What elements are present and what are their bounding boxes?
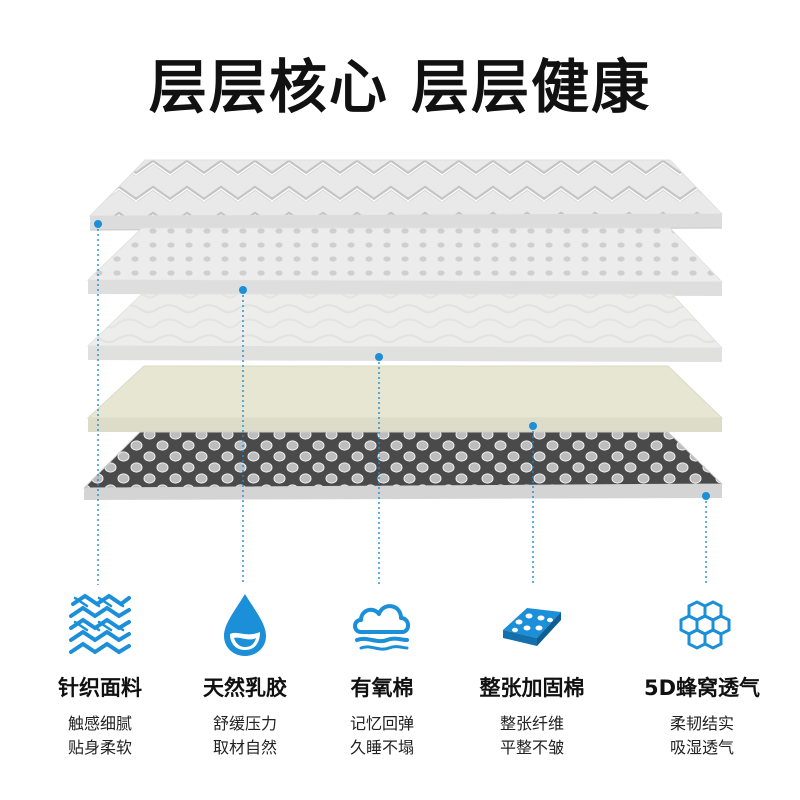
feature-natural-latex: 天然乳胶 舒缓压力 取材自然 <box>175 590 315 760</box>
feature-reinforced-cotton: 整张加固棉 整张纤维 平整不皱 <box>462 590 602 760</box>
feature-desc-line2: 吸湿透气 <box>669 738 734 757</box>
feature-desc-line2: 贴身柔软 <box>67 738 132 757</box>
woven-fabric-icon <box>69 593 131 655</box>
connector-aerobic-cotton <box>375 353 383 585</box>
feature-knitted-fabric: 针织面料 触感细腻 贴身柔软 <box>30 590 170 760</box>
feature-title: 天然乳胶 <box>203 676 287 700</box>
feature-5d-honeycomb: 5D蜂窝透气 柔韧结实 吸湿透气 <box>632 590 772 760</box>
feature-aerobic-cotton: 有氧棉 记忆回弹 久睡不塌 <box>312 590 452 760</box>
layer-aerobic-cotton <box>86 293 724 362</box>
mattress-layer-stack <box>82 159 724 585</box>
feature-title: 针织面料 <box>58 676 142 700</box>
layer-knitted-fabric <box>88 159 724 231</box>
feature-desc-line1: 记忆回弹 <box>349 714 414 733</box>
feature-desc-line2: 取材自然 <box>212 738 277 757</box>
feature-title: 有氧棉 <box>350 676 414 700</box>
cloud-icon <box>353 604 410 651</box>
page-title: 层层核心 层层健康 <box>148 53 652 121</box>
connector-natural-latex <box>239 286 247 585</box>
feature-desc-line1: 触感细腻 <box>67 714 132 733</box>
feature-desc-line2: 平整不皱 <box>499 738 564 757</box>
sponge-pad-icon <box>503 608 561 646</box>
feature-desc-line1: 柔韧结实 <box>669 714 734 733</box>
feature-desc-line1: 舒缓压力 <box>212 714 277 733</box>
water-drop-icon <box>224 594 266 656</box>
layer-natural-latex <box>86 227 724 296</box>
layer-reinforced-cotton <box>86 365 724 432</box>
connector-knitted-fabric <box>94 220 102 585</box>
feature-desc-line2: 久睡不塌 <box>349 738 414 757</box>
feature-title: 整张加固棉 <box>479 676 585 700</box>
layer-honeycomb-mesh <box>82 431 724 500</box>
connector-honeycomb-mesh <box>702 492 710 585</box>
feature-desc-line1: 整张纤维 <box>499 714 564 733</box>
feature-title: 5D蜂窝透气 <box>643 676 761 700</box>
connector-reinforced-cotton <box>529 422 537 585</box>
honeycomb-icon <box>679 600 731 650</box>
